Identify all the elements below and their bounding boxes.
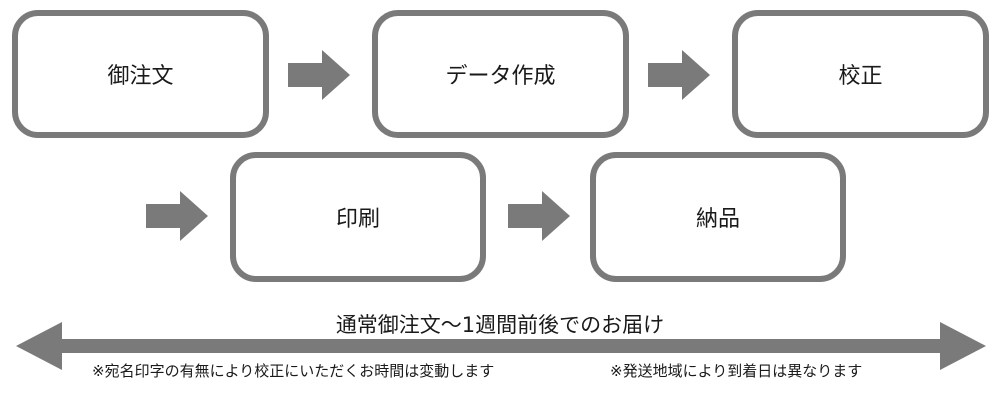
- step-order: 御注文: [12, 10, 269, 138]
- arrow-right-icon: [648, 50, 710, 100]
- note-proof-time: ※宛名印字の有無により校正にいただくお時間は変動します: [92, 362, 495, 380]
- step-label: 校正: [838, 64, 883, 89]
- step-printing: 印刷: [230, 152, 486, 282]
- step-proofreading: 校正: [732, 10, 989, 138]
- note-arrival-date: ※発送地域により到着日は異なります: [610, 362, 863, 380]
- step-label: 印刷: [335, 207, 380, 232]
- step-delivery: 納品: [590, 152, 846, 282]
- timeline-caption: 通常御注文〜1週間前後でのお届け: [335, 313, 665, 337]
- arrow-right-icon: [146, 191, 208, 241]
- step-label: データ作成: [445, 64, 556, 89]
- arrow-right-icon: [508, 191, 570, 241]
- step-label: 納品: [695, 207, 740, 232]
- step-data-creation: データ作成: [372, 10, 629, 138]
- arrow-right-icon: [288, 50, 350, 100]
- step-label: 御注文: [107, 64, 174, 89]
